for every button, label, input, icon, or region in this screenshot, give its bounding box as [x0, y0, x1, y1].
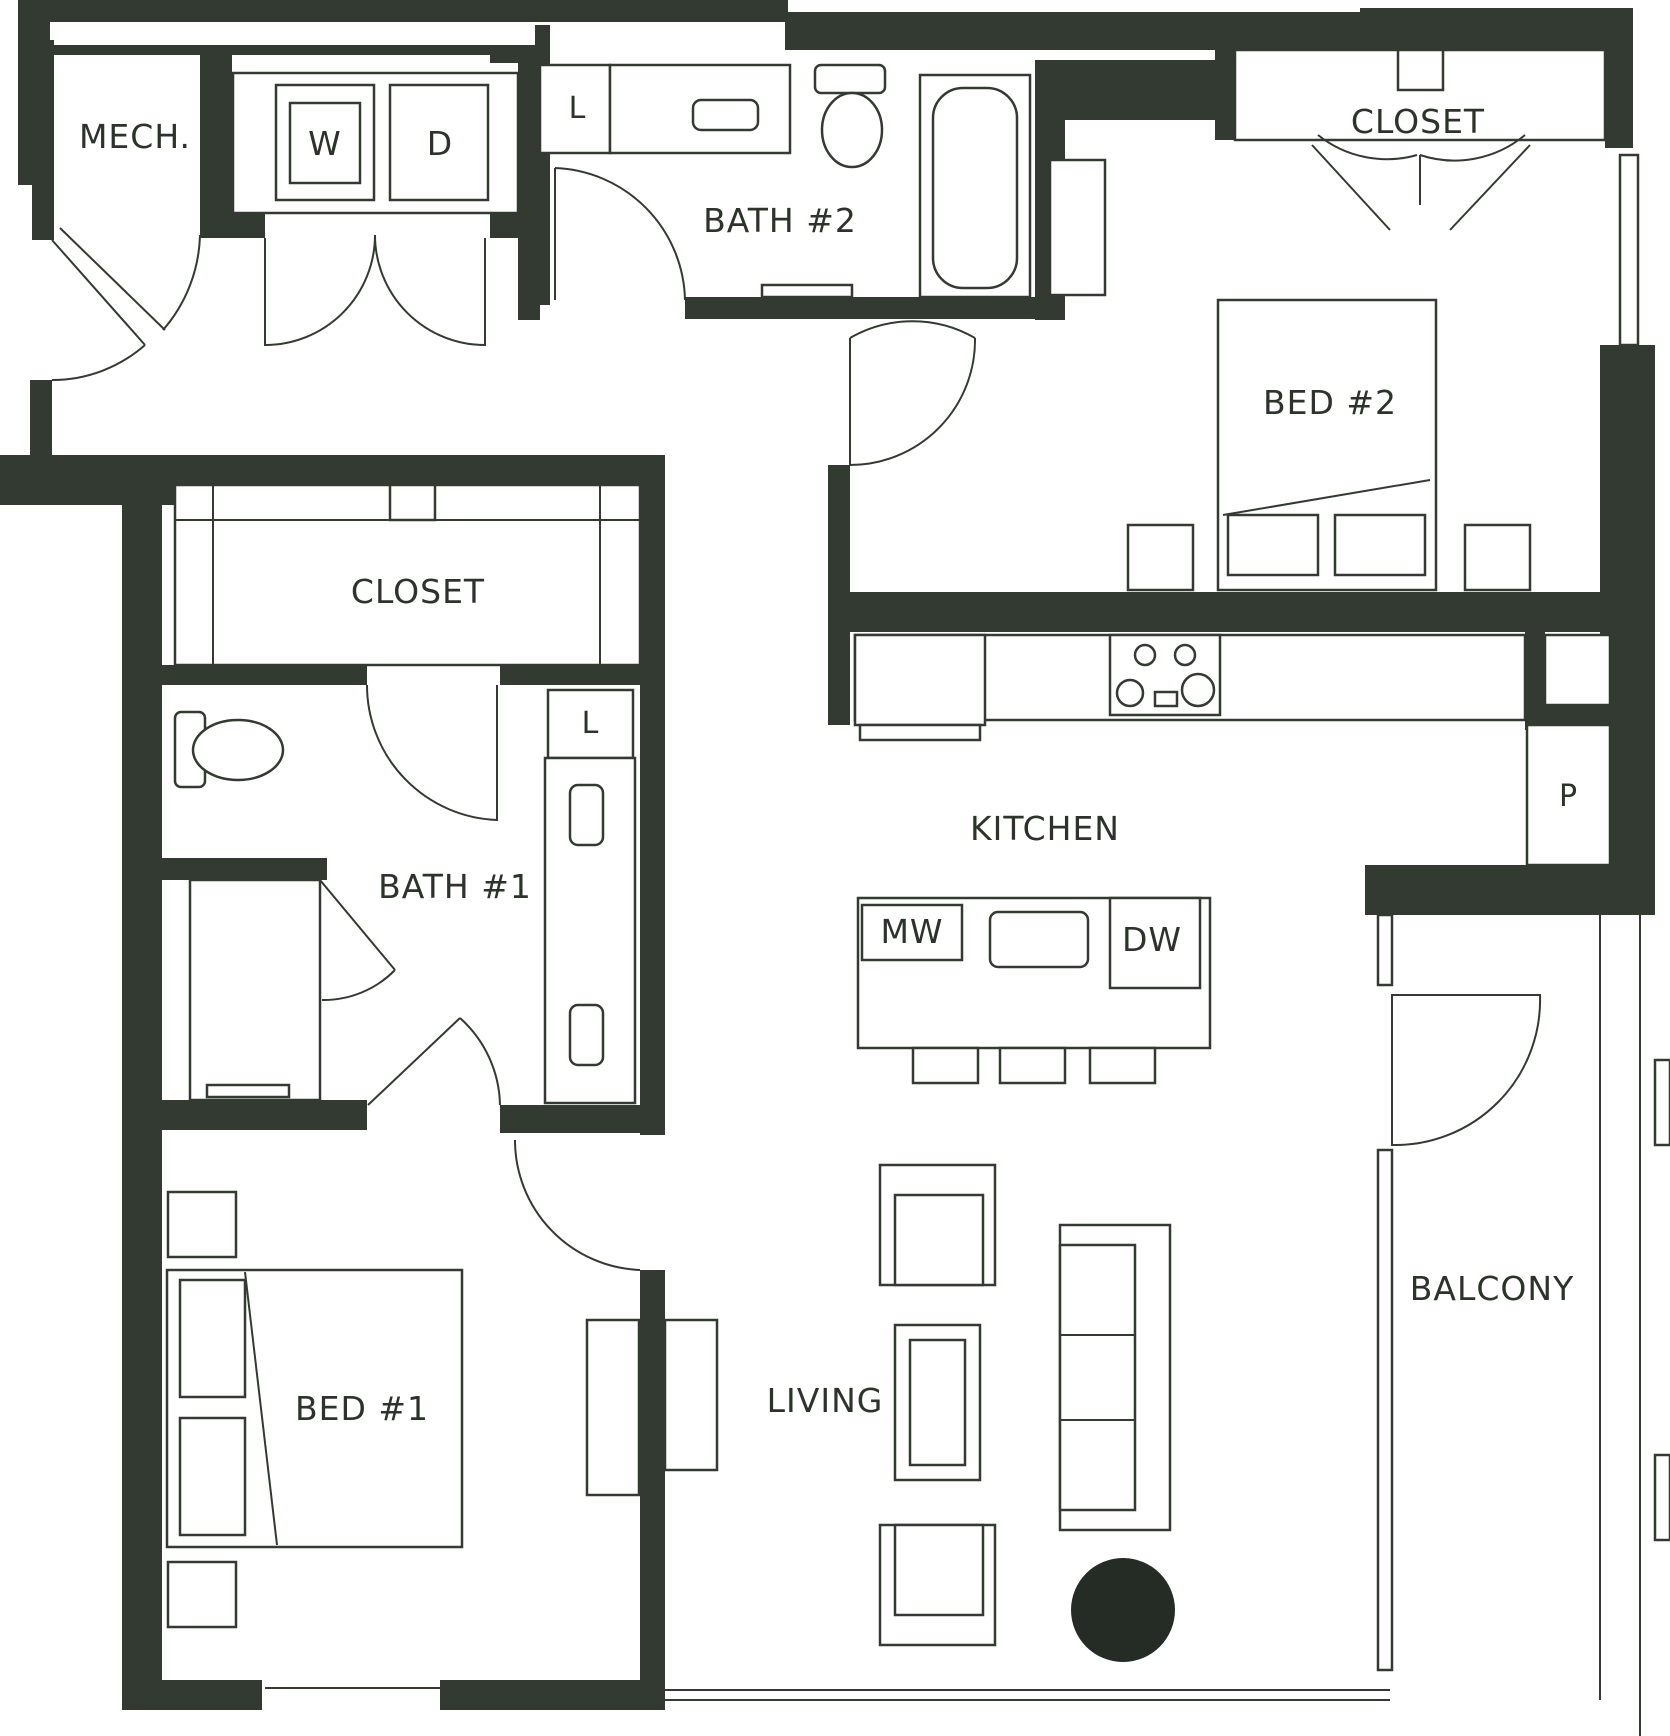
nightstand — [166, 1190, 238, 1259]
dryer — [388, 83, 490, 202]
linen-closet-bath1 — [546, 688, 635, 760]
media-console — [663, 1318, 719, 1472]
island-sink — [988, 910, 1090, 969]
label-microwave: MW — [880, 912, 943, 951]
bath1-fixtures — [173, 684, 641, 1271]
dishwasher — [1108, 896, 1202, 990]
label-bath2: BATH #2 — [703, 201, 857, 240]
label-pantry: P — [1559, 779, 1577, 814]
bed2-closet — [1233, 48, 1607, 231]
stool — [1088, 1046, 1157, 1085]
bed1-furniture — [165, 1190, 641, 1689]
pantry-shelf — [1543, 633, 1612, 707]
label-washer: W — [308, 124, 342, 163]
toilet — [820, 91, 884, 169]
nightstand — [166, 1560, 238, 1629]
nightstand — [1463, 523, 1532, 592]
window — [1618, 153, 1640, 347]
label-linen-bath2: L — [569, 91, 586, 126]
pillow — [178, 1416, 247, 1537]
bed1-closet — [173, 483, 642, 667]
label-closet-bed1: CLOSET — [351, 572, 485, 611]
pantry — [1525, 723, 1612, 867]
balcony-area — [1376, 909, 1670, 1736]
label-bed2: BED #2 — [1263, 383, 1397, 422]
label-linen-bath1: L — [582, 706, 599, 741]
bath2-fixtures — [538, 63, 1107, 301]
bed2-furniture — [849, 153, 1640, 592]
stool — [998, 1046, 1067, 1085]
pillow — [178, 1278, 247, 1399]
label-dryer: D — [427, 124, 453, 163]
pillow — [1226, 513, 1320, 577]
label-bed1: BED #1 — [295, 1389, 429, 1428]
shower — [188, 878, 322, 1102]
kitchen-fixtures — [853, 633, 1612, 1085]
side-table — [1071, 1558, 1175, 1662]
closet-shelf — [1048, 158, 1107, 297]
dresser — [585, 1318, 641, 1497]
label-kitchen: KITCHEN — [970, 809, 1120, 848]
toilet — [191, 718, 285, 782]
refrigerator — [853, 633, 987, 727]
label-dishwasher: DW — [1122, 920, 1182, 959]
pillow — [1333, 513, 1427, 577]
toilet-tank — [813, 63, 887, 95]
label-mech: MECH. — [79, 117, 191, 156]
label-living: LIVING — [767, 1381, 884, 1420]
room-labels: MECH. W D L BATH #2 CLOSET BED #2 CLOSET… — [79, 91, 1577, 1428]
label-balcony: BALCONY — [1410, 1269, 1574, 1308]
microwave — [860, 903, 964, 962]
linen-closet-bath2 — [538, 63, 612, 155]
label-closet-bed2: CLOSET — [1351, 102, 1485, 141]
nightstand — [1126, 523, 1195, 592]
living-furniture — [663, 1163, 1390, 1701]
stool — [911, 1046, 980, 1085]
label-bath1: BATH #1 — [378, 867, 532, 906]
laundry-area — [51, 71, 520, 382]
